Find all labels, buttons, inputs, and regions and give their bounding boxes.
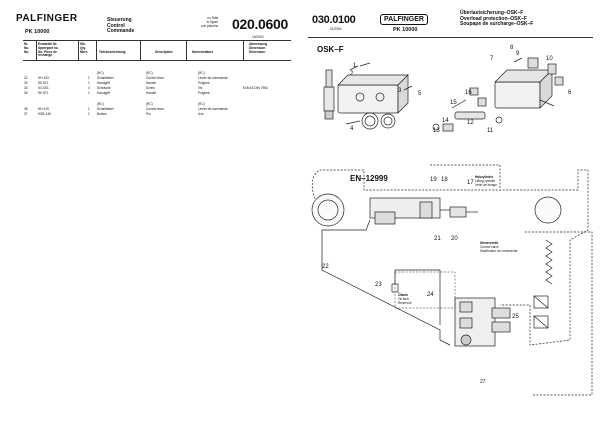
callout-12: 12 xyxy=(467,120,474,126)
col-header-fr: Nomenclature xyxy=(192,50,214,54)
right-page: 030.0100 01/2004 PALFINGER PK 10000 Über… xyxy=(300,0,600,424)
brand-logo: PALFINGER xyxy=(380,14,428,25)
ref-code: 10/2000 xyxy=(252,35,264,39)
valve-assembly-left xyxy=(323,62,413,130)
brand-name: PALFINGER xyxy=(16,13,78,24)
header-bottom-rule xyxy=(23,60,291,61)
title-block: Überlastsicherung–OSK–F Overload protect… xyxy=(460,10,534,28)
ref-code: 01/2004 xyxy=(330,27,342,31)
callout-3: 3 xyxy=(398,88,402,94)
valve-assembly-right xyxy=(432,57,564,132)
title-fr: Soupape de surcharge–OSK–F xyxy=(460,21,534,28)
title-en: Overload protection–OSK–F xyxy=(460,15,527,22)
callout-25: 25 xyxy=(512,314,519,320)
ref-label: zu Tafel to figure voir planche xyxy=(201,16,219,28)
callout-4: 4 xyxy=(350,126,354,132)
model-name: PK 10000 xyxy=(393,27,418,33)
callout-6: 6 xyxy=(568,90,572,96)
callout-19: 19 xyxy=(430,177,437,183)
callout-2: 2 xyxy=(350,71,354,77)
title-fr: Commande xyxy=(107,28,135,35)
oeltank-label: Öltank Oil tank Reservoir xyxy=(398,293,412,305)
callout-24: 24 xyxy=(427,292,434,298)
callout-20: 20 xyxy=(451,236,458,242)
steuerventil-label: Steuerventil Control valve Distributeur … xyxy=(480,241,518,253)
hydraulic-lines xyxy=(311,193,562,347)
callout-9: 9 xyxy=(516,51,520,57)
hubzylinder-label: Hubzylinder Lifting cylinder Verin de le… xyxy=(475,175,497,187)
callout-10: 10 xyxy=(546,56,553,62)
callout-23: 23 xyxy=(375,282,382,288)
model-name: PK 10000 xyxy=(25,29,50,35)
callout-21: 21 xyxy=(434,236,441,242)
callout-22: 22 xyxy=(322,264,329,270)
col-header-en: Description xyxy=(155,50,173,54)
hydraulic-system xyxy=(311,164,593,396)
parts-diagram xyxy=(311,57,593,396)
callout-7: 7 xyxy=(490,56,494,62)
ref-number: 030.0100 xyxy=(312,14,356,26)
callout-13: 13 xyxy=(433,128,440,134)
callout-18: 18 xyxy=(441,177,448,183)
callout-8: 8 xyxy=(510,45,514,51)
title-en: Control xyxy=(107,22,125,29)
section-label: OSK–F xyxy=(317,45,344,54)
callout-17: 17 xyxy=(467,180,474,186)
col-header-qty: Stk.Qty.Nbre. xyxy=(80,42,89,54)
callout-5: 5 xyxy=(418,91,422,97)
title-de: Überlastsicherung–OSK–F xyxy=(460,10,524,16)
header-rule xyxy=(308,37,593,38)
callout-14: 14 xyxy=(442,118,449,124)
callout-16: 16 xyxy=(465,90,472,96)
left-page: PALFINGER PK 10000 Steuerung Control Com… xyxy=(16,13,291,116)
col-header-de: Teilebezeichnung xyxy=(99,50,126,54)
kit-number: EN–12999 xyxy=(350,174,388,183)
callout-11: 11 xyxy=(487,128,494,134)
callout-15: 15 xyxy=(450,100,457,106)
header-top-rule xyxy=(23,40,291,41)
col-header-nr: Nr.No.No. xyxy=(24,42,30,54)
ref-number: 020.0600 xyxy=(232,16,288,32)
title-de: Steuerung xyxy=(107,17,132,23)
title-block: Steuerung Control Commande xyxy=(107,17,135,35)
callout-1: 1 xyxy=(353,63,357,69)
page-number: 27 xyxy=(480,379,486,385)
